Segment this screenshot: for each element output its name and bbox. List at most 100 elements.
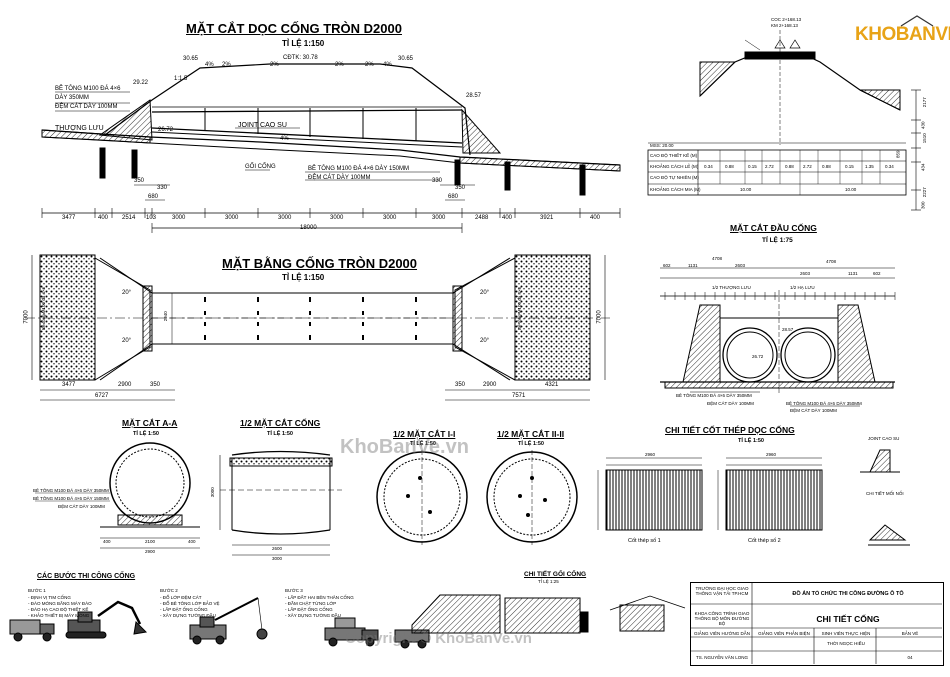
concrete-layer-label: BÊ TÔNG M100 ĐÁ 4×6 xyxy=(55,86,121,92)
spacing-3: 0.15 xyxy=(748,164,757,169)
watermark-center: KhoBanVe.vn xyxy=(340,436,469,458)
title-block: TRƯỜNG ĐẠI HỌC GIAO THÔNG VẬN TẢI TP.HCM… xyxy=(690,582,944,666)
head-concrete-label-2: BÊ TÔNG M100 ĐÁ 4×6 DÀY 350MM xyxy=(786,401,862,406)
spacing-8: 0.15 xyxy=(845,164,854,169)
role-student: SINH VIÊN THỰC HIỆN xyxy=(821,631,871,636)
half-pipe-title: 1/2 MẶT CẮT CỐNG xyxy=(240,418,321,428)
spacing-6: 2.72 xyxy=(803,164,812,169)
section-aa-scale: TỈ LỆ 1:50 xyxy=(133,431,159,437)
elevation-5: 26.72 xyxy=(158,127,174,133)
spacing-9: 1.35 xyxy=(865,164,874,169)
dim-small-5: 350 xyxy=(455,185,466,191)
half-sections-i-ii xyxy=(376,450,578,545)
head-section xyxy=(660,267,896,407)
table-row-spacing: KHOẢNG CÁCH LẺ (M) xyxy=(650,164,699,169)
advisor-name: TS. NGUYỄN VĂN LONG xyxy=(695,655,748,660)
total-length: 18000 xyxy=(300,225,317,231)
rebar-detail xyxy=(597,449,910,546)
half-pipe-scale: TỈ LỆ 1:50 xyxy=(267,431,293,437)
gravel-bed-label: ĐỆM CÁT DÀY 100MM xyxy=(55,104,118,110)
aa-label-2: BÊ TÔNG M100 ĐÁ 4×6 DÀY 150MM xyxy=(33,496,109,501)
aa-dim-1: 400 xyxy=(103,539,111,544)
half-section-ii-title: 1/2 MẶT CẮT II-II xyxy=(497,429,565,439)
role-reviewer: GIẢNG VIÊN PHẢN BIỆN xyxy=(758,631,810,636)
dim-bottom-13: 3921 xyxy=(540,215,554,221)
aa-dim-4: 2900 xyxy=(145,549,156,554)
dim-bottom-8: 3000 xyxy=(330,215,344,221)
angle-1: 20° xyxy=(122,290,132,296)
elevation-3: 30.65 xyxy=(398,56,414,62)
pipe-seat-detail xyxy=(411,594,686,634)
angle-2: 20° xyxy=(122,338,132,344)
step-1-line-4: - KHẢO THIẾT BỊ MÁY MÓNG xyxy=(28,613,90,618)
dim-bottom-1: 3477 xyxy=(62,215,76,221)
dim-right-6: 2227 xyxy=(921,187,927,198)
plan-dim-1: 3477 xyxy=(62,382,76,388)
head-upstream-label: 1/2 THƯỢNG LƯU xyxy=(712,285,751,290)
mia-1: 10.00 xyxy=(740,187,752,192)
step-1-line-2: - ĐÀO MÓNG BẰNG MÁY ĐÀO xyxy=(28,601,92,606)
plan-view xyxy=(25,254,610,401)
station-label-1: COC 2+168.13 xyxy=(771,17,802,22)
slope-8: 1:1.5 xyxy=(174,76,188,82)
longitudinal-section-title: MẶT CẮT DỌC CỐNG TRÒN D2000 xyxy=(186,21,402,36)
aa-label-3: ĐỆM CÁT DÀY 100MM xyxy=(58,504,105,509)
khobanve-logo: KHOBANVE xyxy=(855,14,950,54)
head-section-scale: TỈ LỆ 1:75 xyxy=(762,237,793,244)
slope-3: 2% xyxy=(270,62,279,68)
section-aa xyxy=(35,442,200,549)
head-gravel-label: ĐỆM CÁT DÀY 100MM xyxy=(707,401,754,406)
angle-4: 20° xyxy=(480,338,490,344)
step-2-line-1: - ĐỔ LỚP ĐỆM CÁT xyxy=(160,595,202,600)
plan-dim-4: 350 xyxy=(455,382,466,388)
role-sheet: BẢN VẼ xyxy=(901,631,919,636)
step-3-line-1: - LẤP ĐẤT HAI BÊN THÂN CỐNG xyxy=(285,595,354,600)
table-row-natural-elev: CAO ĐỘ TỰ NHIÊN (M) xyxy=(650,175,699,180)
concrete-layer-150-label: BÊ TÔNG M100 ĐÁ 4×6 DÀY 150MM xyxy=(308,166,409,172)
table-row-mia: KHOẢNG CÁCH MIA (M) xyxy=(650,187,701,192)
joint-label-detail: JOINT CAO SU xyxy=(868,436,900,441)
dim-bottom-3: 2514 xyxy=(122,215,136,221)
angle-3: 20° xyxy=(480,290,490,296)
wall-text-right: Bê tông M100 đá 4×6 xyxy=(517,286,522,330)
head-section-title: MẶT CẮT ĐẦU CỐNG xyxy=(730,223,817,233)
role-advisor: GIẢNG VIÊN HƯỚNG DẪN xyxy=(694,631,750,636)
head-dim-7: 1131 xyxy=(848,271,858,276)
faculty-name: KHOA CÔNG TRÌNH GIAO THÔNG BỘ MÔN ĐƯỜNG … xyxy=(694,611,750,626)
project-name: ĐỒ ÁN TỔ CHỨC THI CÔNG ĐƯỜNG Ô TÔ xyxy=(792,591,904,597)
plan-dim-2: 2900 xyxy=(118,382,132,388)
slope-2: 2% xyxy=(222,62,231,68)
steps-title: CÁC BƯỚC THI CÔNG CỐNG xyxy=(37,573,136,580)
plan-total-1: 6727 xyxy=(95,393,109,399)
half-section-i-scale: TỈ LỆ 1:50 xyxy=(410,441,436,447)
spacing-5: 0.88 xyxy=(785,164,794,169)
rebar-bar-1: Cốt thép số 1 xyxy=(628,538,661,544)
aa-dim-3: 400 xyxy=(188,539,196,544)
head-dim-1: 4708 xyxy=(712,256,723,261)
step-1-line-1: - ĐỊNH VỊ TIM CỐNG xyxy=(28,595,71,600)
pipe-seat-label: GỐI CỐNG xyxy=(245,164,276,170)
logo-text: KHOBANVE xyxy=(855,24,950,45)
inner-dim: 2940 xyxy=(162,311,168,322)
rebar-dim-2: 2960 xyxy=(766,452,777,457)
head-downstream-label: 1/2 HẠ LƯU xyxy=(790,285,815,290)
head-elev-2: 28.57 xyxy=(782,327,794,332)
half-section-i-title: 1/2 MẶT CẮT I-I xyxy=(393,429,456,439)
spacing-7: 0.88 xyxy=(822,164,831,169)
pipe-seat-title: CHI TIẾT GỐI CỐNG xyxy=(524,571,587,578)
spacing-2: 0.88 xyxy=(725,164,734,169)
step-3-line-4: - XÂY DỰNG TƯỜNG ĐẦU xyxy=(285,613,341,618)
dim-right-7: 300 xyxy=(920,201,926,210)
head-dim-6: 2603 xyxy=(800,271,811,276)
plan-view-scale: TỈ LỆ 1:150 xyxy=(282,273,325,282)
dim-bottom-7: 3000 xyxy=(278,215,292,221)
head-dim-8: 602 xyxy=(873,271,881,276)
dim-bottom-9: 3000 xyxy=(383,215,397,221)
student-name: THỜI NGỌC HIẾU xyxy=(827,641,865,646)
step-3-line-2: - ĐẦM CHẶT TỪNG LỚP xyxy=(285,601,337,606)
dim-small-2: 330 xyxy=(157,185,168,191)
dim-bottom-10: 3000 xyxy=(432,215,446,221)
dim-right-1: 2177 xyxy=(921,97,927,108)
section-aa-title: MẶT CẮT A-A xyxy=(122,418,178,428)
